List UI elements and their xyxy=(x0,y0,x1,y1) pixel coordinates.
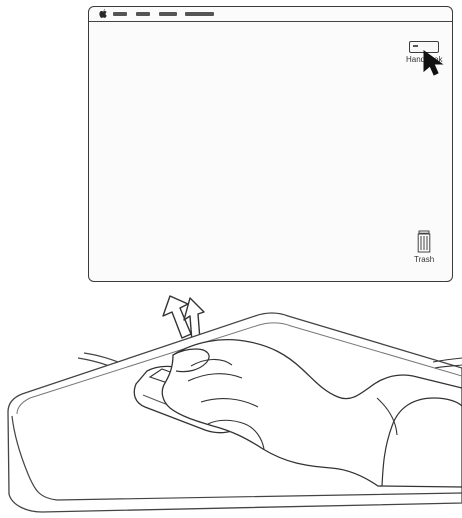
hand-with-mouse-icon xyxy=(0,298,462,518)
menu-bar xyxy=(89,7,452,22)
menu-file[interactable] xyxy=(113,12,127,16)
menu-edit[interactable] xyxy=(136,12,150,16)
menu-special[interactable] xyxy=(185,12,214,16)
macintosh-screen: Handbook Trash xyxy=(88,6,453,282)
desktop-icon-label-trash[interactable]: Trash xyxy=(414,255,444,264)
trash-icon[interactable] xyxy=(417,230,431,254)
apple-icon[interactable] xyxy=(99,9,107,18)
arrow-cursor-icon xyxy=(422,49,446,77)
menu-view[interactable] xyxy=(159,12,177,16)
